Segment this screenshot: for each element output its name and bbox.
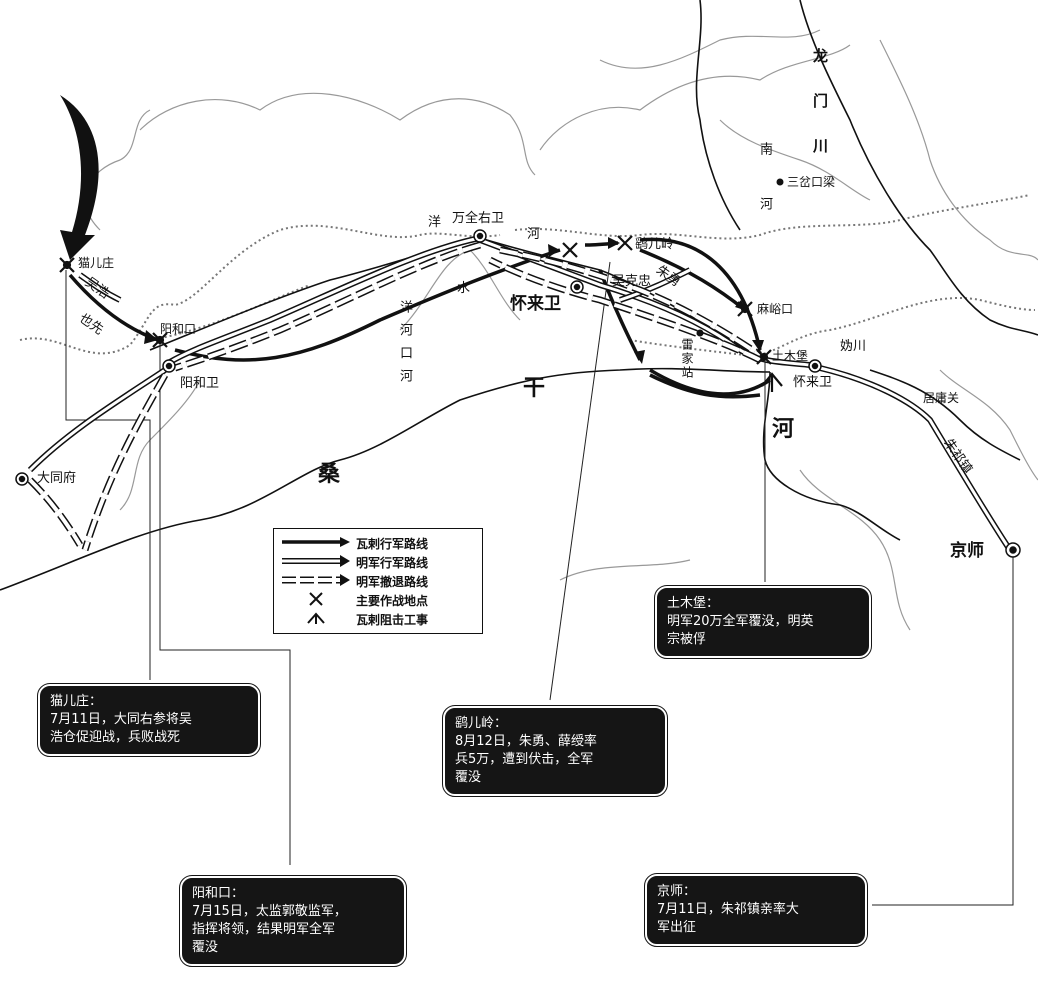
river-label: 水 [457, 281, 471, 296]
place-label: 土木堡 [772, 349, 809, 363]
place-label: 万全右卫 [452, 211, 505, 226]
callout-yaoerling: 鹞儿岭： 8月12日，朱勇、薛绶率 兵5万，遭到伏击，全军 覆没 [442, 705, 668, 797]
blocking-works-icons [761, 372, 783, 392]
ming-retreat-routes [27, 241, 762, 552]
place-label: 京师 [950, 541, 984, 561]
place-label: 阳和口 [160, 322, 197, 336]
blocking-works-icon [307, 612, 325, 624]
place-label: 鹞儿岭 [635, 237, 675, 252]
callout-yanghekou: 阳和口： 7月15日，太监郭敬监军， 指挥将领，结果明军全军 覆没 [179, 875, 407, 967]
place-label: 三岔口梁 [787, 175, 836, 189]
legend-item: 瓦剌阻击工事 [274, 609, 482, 627]
battle-site-icons [59, 235, 772, 365]
place-label: 猫儿庄 [78, 256, 115, 270]
ming-retreat-swatch [282, 574, 350, 586]
river-label: 干 [523, 376, 546, 401]
oirat-arrowheads [144, 237, 764, 364]
place-label: 怀来卫 [510, 294, 561, 314]
leader-lines [65, 261, 1014, 906]
legend-item: 明军撤退路线 [274, 571, 482, 589]
ming-march-swatch [282, 555, 350, 567]
place-label: 怀来卫 [793, 375, 833, 390]
river-label: 河 [772, 417, 795, 442]
map-legend: 瓦剌行军路线 明军行军路线 明军撤退路线 主要作战地点 瓦剌阻击工事 [273, 528, 483, 634]
place-label: 大同府 [37, 471, 77, 486]
ming-march-routes [27, 235, 1013, 552]
oirat-route-swatch [282, 537, 350, 547]
city-markers [15, 229, 1021, 558]
river-label: 河 [527, 227, 541, 242]
callout-tumubao: 土木堡： 明军20万全军覆没，明英 宗被俘 [654, 585, 872, 659]
place-label: 阳和卫 [180, 376, 220, 391]
general-label: 吴克忠 [612, 274, 652, 289]
invasion-arrow [60, 95, 99, 260]
callout-jingshi: 京师： 7月11日，朱祁镇亲率大 军出征 [644, 873, 868, 947]
place-label: 麻峪口 [757, 302, 794, 316]
minor-points [696, 178, 784, 337]
legend-item: 主要作战地点 [274, 590, 482, 608]
legend-item: 瓦剌行军路线 [274, 533, 482, 551]
legend-item: 明军行军路线 [274, 552, 482, 570]
river-label: 洋河口河 [397, 300, 412, 392]
river-label: 洋 [428, 215, 442, 230]
river-label: 龙门川 [811, 48, 829, 183]
river-label: 南河 [757, 142, 772, 252]
place-label: 居庸关 [923, 391, 960, 405]
river-label: 桑 [318, 462, 341, 487]
place-label: 雷家站 [680, 338, 694, 380]
river-label: 妫川 [840, 339, 867, 354]
battle-site-icon [309, 592, 323, 606]
terrain-lines [84, 29, 1038, 631]
callout-maoerzhuang: 猫儿庄： 7月11日，大同右参将吴 浩仓促迎战，兵败战死 [37, 683, 261, 757]
